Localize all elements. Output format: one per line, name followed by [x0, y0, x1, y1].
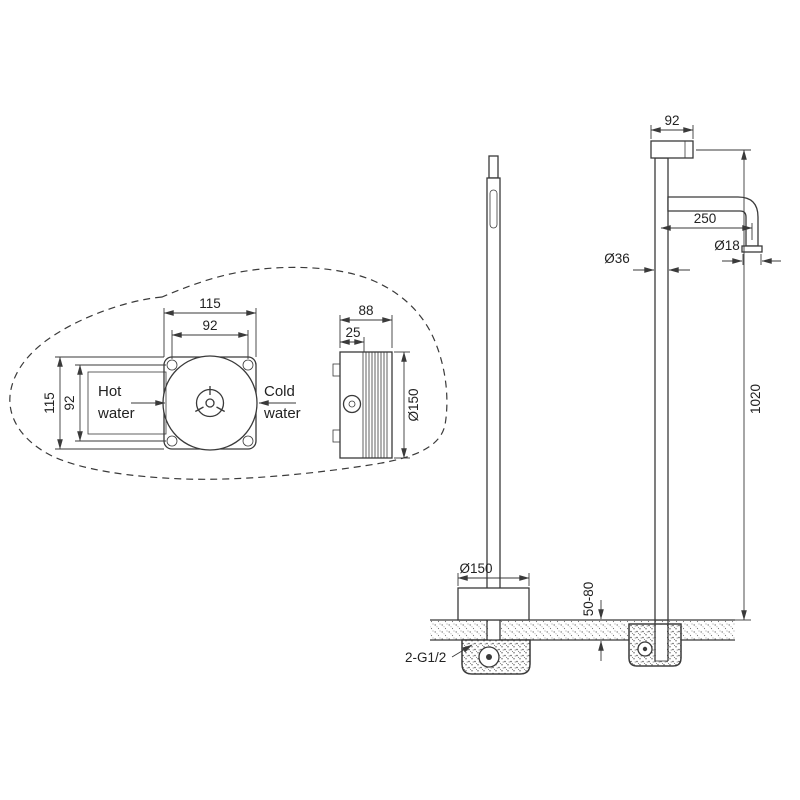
detail-cloud-outline — [9, 266, 448, 480]
dim-column-diameter: Ø36 — [604, 251, 690, 273]
cold-water-line1: Cold — [264, 383, 295, 400]
left-underfloor-fitting — [461, 639, 531, 675]
dim-base-diameter: Ø150 — [457, 561, 530, 586]
connection-callout: 2-G1/2 — [405, 644, 473, 665]
dim-label-front-width-inner: 92 — [202, 318, 217, 333]
dim-spout-reach: 250 — [660, 211, 753, 240]
faucet-column-front — [654, 157, 669, 621]
base-cover-plate — [457, 587, 530, 621]
dim-label-top-cap: 92 — [664, 113, 679, 128]
dim-top-cap: 92 — [650, 113, 694, 139]
dim-height: 1020 — [696, 149, 763, 621]
dim-label-spout-diameter: Ø18 — [714, 238, 740, 253]
dim-label-front-height-inner: 92 — [62, 395, 77, 410]
hot-water-line1: Hot — [98, 383, 122, 400]
valve-side-view: 88 25 Ø150 — [332, 303, 421, 459]
valve-cartridge — [194, 386, 226, 418]
dim-label-column-diameter: Ø36 — [604, 251, 630, 266]
dim-label-spout-reach: 250 — [694, 211, 717, 226]
dim-label-height: 1020 — [748, 384, 763, 414]
hot-water-line2: water — [97, 405, 135, 422]
dim-front-height-outer: 115 — [42, 356, 164, 450]
dim-label-side-flange: 25 — [345, 325, 360, 340]
screw-hole-bottom-right — [242, 435, 254, 447]
floor-band — [430, 620, 735, 640]
right-underfloor-fitting — [628, 620, 682, 667]
faucet-column-side — [486, 177, 501, 591]
dim-label-side-width: 88 — [358, 303, 373, 318]
dim-floor-thickness: 50-80 — [581, 582, 604, 661]
dim-label-front-height-outer: 115 — [42, 392, 57, 414]
screw-hole-top-left — [166, 359, 178, 371]
faucet-front-elevation: 92 250 Ø18 Ø36 1020 — [604, 113, 781, 621]
right-column-channel — [656, 625, 667, 661]
dim-front-width-outer: 115 — [163, 296, 257, 357]
handle-stem — [488, 155, 499, 179]
dim-front-width-inner: 92 — [171, 318, 249, 359]
dim-label-side-diameter: Ø150 — [406, 388, 421, 421]
screw-hole-top-right — [242, 359, 254, 371]
valve-inlet-port — [342, 394, 362, 414]
cold-water-label: Cold water — [258, 383, 301, 422]
connection-label: 2-G1/2 — [405, 650, 446, 665]
dim-front-height-inner: 92 — [62, 364, 166, 442]
dim-side-diameter: Ø150 — [394, 351, 421, 459]
cold-water-line2: water — [263, 405, 301, 422]
hot-water-label: Hot water — [87, 371, 167, 435]
valve-clip-top — [332, 363, 341, 377]
top-cap — [650, 140, 694, 159]
spout-outlet — [741, 245, 763, 253]
faucet-side-elevation: Ø150 — [457, 155, 530, 640]
valve-clip-bottom — [332, 429, 341, 443]
handle-slot — [489, 189, 498, 229]
hot-water-box — [87, 371, 167, 435]
dim-label-floor-thickness: 50-80 — [581, 582, 596, 617]
valve-front-view: 115 92 115 92 Hot water Co — [42, 296, 301, 451]
screw-hole-bottom-left — [166, 435, 178, 447]
dim-label-base-diameter: Ø150 — [459, 561, 492, 576]
dim-side-flange: 25 — [339, 325, 365, 352]
floor-section — [430, 619, 735, 641]
dim-label-front-width-outer: 115 — [199, 296, 221, 311]
valve-thread-hatch — [365, 352, 388, 458]
